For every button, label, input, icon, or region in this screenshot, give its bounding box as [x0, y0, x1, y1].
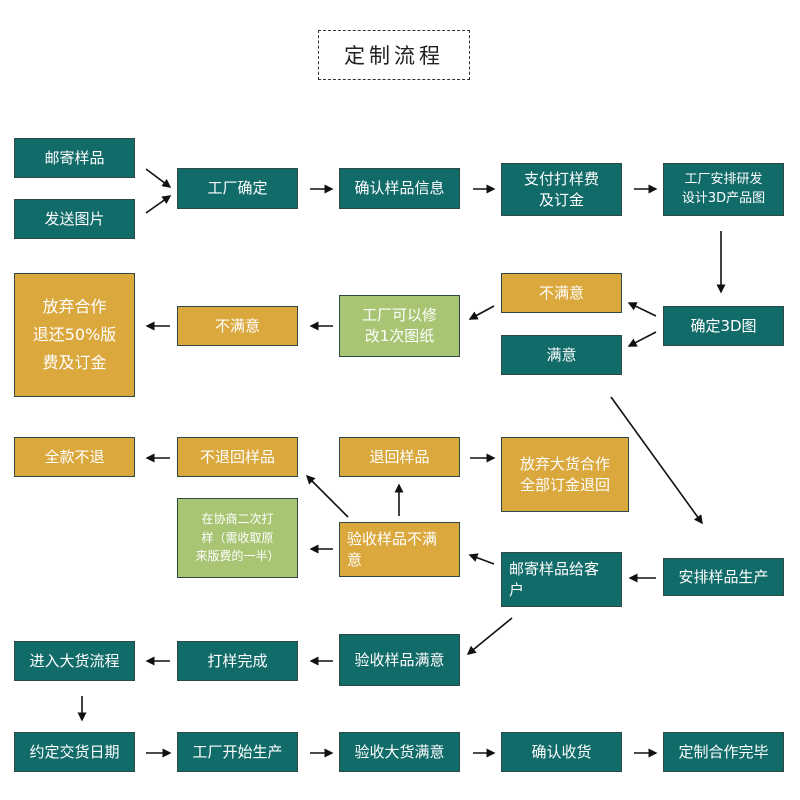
step-confirm-sample-info: 确认样品信息	[339, 168, 460, 209]
arrow-mail-to-accepted	[466, 617, 513, 655]
step-sample-accepted: 验收样品满意	[339, 634, 460, 686]
result-dissatisfied-2: 不满意	[177, 306, 298, 346]
step-arrange-sample-production: 安排样品生产	[663, 558, 784, 596]
step-keep-sample: 不退回样品	[177, 437, 298, 477]
result-dissatisfied-1: 不满意	[501, 273, 622, 313]
result-no-refund: 全款不退	[14, 437, 135, 477]
page-title: 定制流程	[318, 30, 470, 80]
arrow-dissatisfied-to-revise	[468, 305, 495, 320]
step-sample-rejected: 验收样品不满 意	[339, 522, 460, 577]
step-pay-sampling-fee: 支付打样费 及订金	[501, 163, 622, 216]
arrow-rejected-to-keep	[305, 474, 349, 518]
arrow-3d-to-dissatisfied	[627, 302, 657, 317]
arrow-mail-to-factory	[145, 168, 172, 188]
result-satisfied: 满意	[501, 335, 622, 375]
arrow-images-to-factory	[145, 195, 172, 214]
arrow-3d-to-satisfied	[627, 331, 657, 347]
step-return-sample: 退回样品	[339, 437, 460, 477]
step-send-images: 发送图片	[14, 199, 135, 239]
step-factory-start-production: 工厂开始生产	[177, 732, 298, 772]
step-enter-bulk-process: 进入大货流程	[14, 641, 135, 681]
step-mail-sample: 邮寄样品	[14, 138, 135, 178]
step-agree-delivery-date: 约定交货日期	[14, 732, 135, 772]
step-factory-confirm: 工厂确定	[177, 168, 298, 209]
arrow-mail-to-rejected	[468, 553, 495, 565]
step-design-3d: 工厂安排研发 设计3D产品图	[663, 163, 784, 216]
step-cooperation-complete: 定制合作完毕	[663, 732, 784, 772]
step-renegotiate-resample: 在协商二次打 样（需收取原 来版费的一半）	[177, 498, 298, 578]
step-confirm-receipt: 确认收货	[501, 732, 622, 772]
step-mail-sample-customer: 邮寄样品给客 户	[501, 552, 622, 607]
result-abandon-full-refund: 放弃大货合作 全部订金退回	[501, 437, 629, 512]
step-bulk-accepted: 验收大货满意	[339, 732, 460, 772]
step-confirm-3d: 确定3D图	[663, 306, 784, 346]
step-revise-drawing: 工厂可以修 改1次图纸	[339, 295, 460, 357]
step-sampling-complete: 打样完成	[177, 641, 298, 681]
result-abandon-refund-half: 放弃合作 退还50%版 费及订金	[14, 273, 135, 397]
